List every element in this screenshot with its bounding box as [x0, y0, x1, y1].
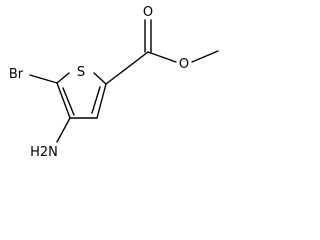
bond-c5-c4 — [56, 82, 71, 119]
bromine-atom-label: Br — [9, 67, 24, 82]
bond-s-c5 — [56, 72, 70, 84]
bond-o-methyl — [191, 50, 219, 63]
bond-c5-c4-double — [62, 87, 75, 116]
structural-formula: S O O Br H2N — [9, 5, 219, 160]
bond-c-o-ester — [147, 51, 177, 63]
bond-c5-br — [29, 74, 58, 84]
sulfur-atom-label: S — [77, 65, 85, 80]
bond-c3-c2 — [96, 83, 107, 119]
bond-s-c2 — [93, 72, 107, 85]
bond-c3-c2-double — [91, 86, 101, 114]
amine-group-label: H2N — [30, 145, 58, 160]
ester-oxygen-label: O — [179, 57, 189, 72]
carbonyl-oxygen-label: O — [143, 5, 153, 20]
bond-c4-n — [56, 117, 71, 143]
bond-c2-ccarbonyl — [105, 51, 149, 85]
